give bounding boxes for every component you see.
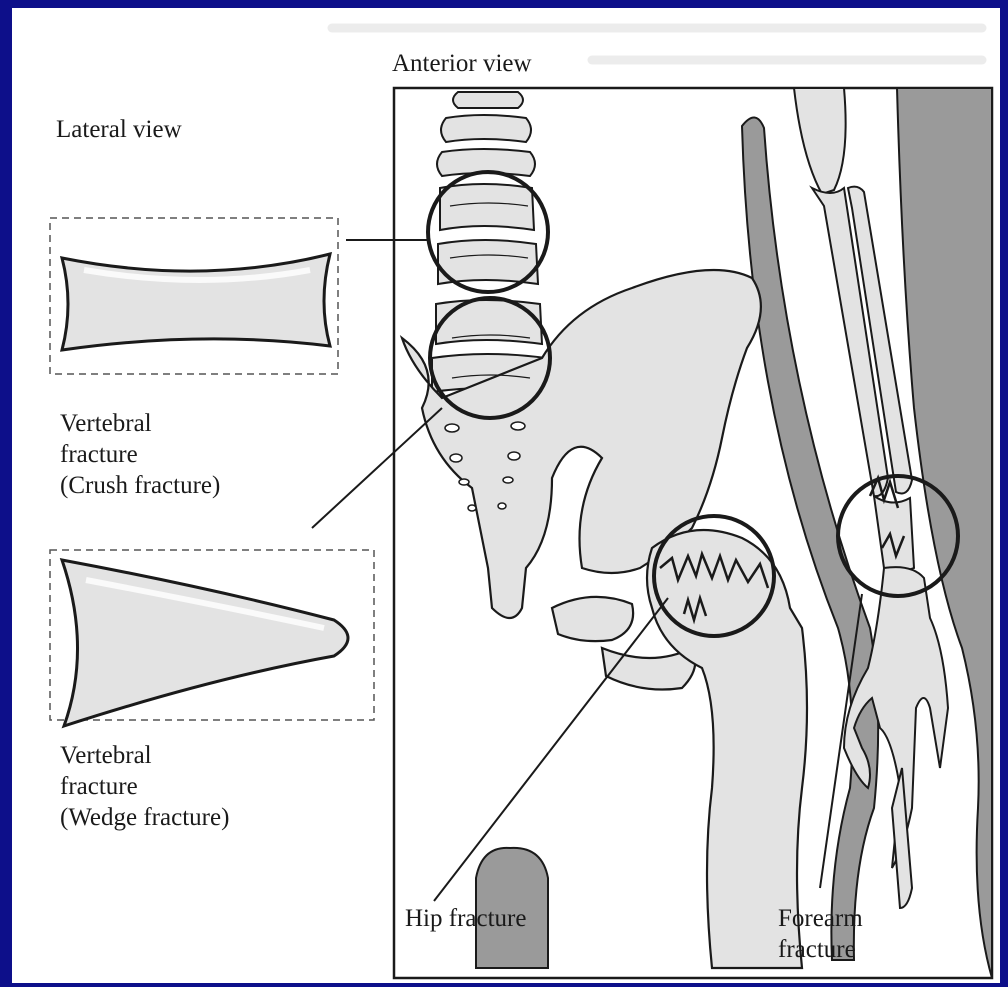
slide: Anterior view Lateral view Vertebral fra… — [12, 8, 1000, 983]
crush-vertebra-body — [62, 254, 330, 350]
crush-fracture-label: Vertebral fracture (Crush fracture) — [60, 408, 220, 501]
anterior-view-panel — [394, 88, 992, 978]
anterior-view-label: Anterior view — [392, 48, 532, 79]
lateral-view-label: Lateral view — [56, 114, 182, 145]
hip-fracture-label: Hip fracture — [405, 903, 526, 934]
crush-fracture-vertebra — [50, 218, 338, 374]
forearm-fracture-label: Forearm fracture — [778, 903, 863, 965]
wedge-fracture-label: Vertebral fracture (Wedge fracture) — [60, 740, 229, 833]
wedge-fracture-vertebra — [50, 550, 374, 726]
